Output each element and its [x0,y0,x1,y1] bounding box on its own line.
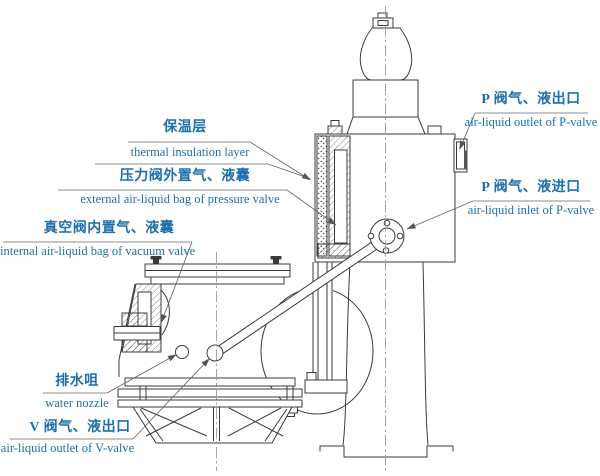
label-v-outlet-en: air-liquid outlet of V-valve [0,441,135,455]
label-vacuum-bag-en: internal air-liquid bag of vacuum valve [0,244,196,258]
label-pressure-bag-zh: 压力阀外置气、液囊 [119,169,251,184]
label-pressure-bag-en: external air-liquid bag of pressure valv… [80,192,280,206]
label-water-nozzle-zh: 排水咀 [55,374,99,389]
label-p-outlet-en: air-liquid outlet of P-valve [464,115,598,129]
label-vacuum-bag-zh: 真空阀内置气、液囊 [43,221,175,236]
label-water-nozzle-en: water nozzle [45,396,109,410]
label-v-outlet-zh: V 阀气、液出口 [29,420,131,435]
label-p-outlet-zh: P 阀气、液出口 [481,92,581,107]
label-insulation-en: thermal insulation layer [130,145,250,159]
label-insulation-zh: 保温层 [163,120,207,135]
label-p-inlet-en: air-liquid inlet of P-valve [467,203,595,217]
label-p-inlet-zh: P 阀气、液进口 [481,180,581,195]
